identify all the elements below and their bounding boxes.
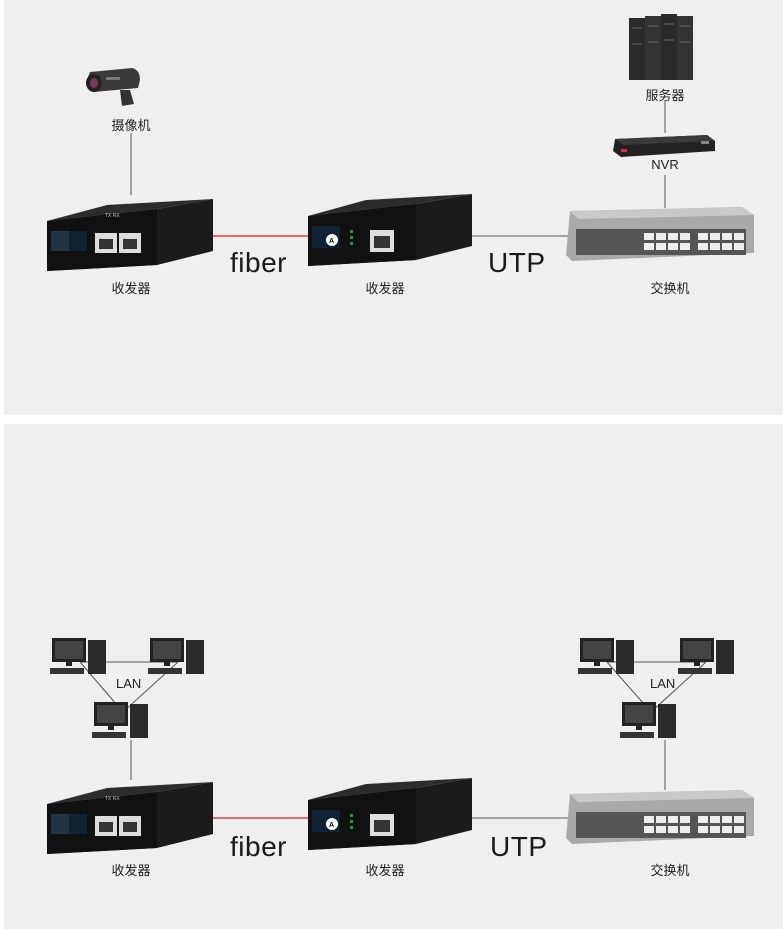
utp-label-bottom: UTP bbox=[490, 831, 548, 862]
camera-label: 摄像机 bbox=[111, 118, 151, 133]
utp-label-top: UTP bbox=[488, 247, 546, 278]
right-lan-label: LAN bbox=[650, 676, 676, 691]
switch-icon bbox=[566, 207, 754, 261]
pc-icon bbox=[50, 638, 106, 674]
camera-icon bbox=[86, 68, 140, 106]
pc-icon bbox=[92, 702, 148, 738]
svg-text:A: A bbox=[329, 238, 334, 245]
pc-icon bbox=[578, 638, 634, 674]
pc-icon bbox=[148, 638, 204, 674]
mid-transceiver-label-top: 收发器 bbox=[365, 281, 405, 296]
svg-text:A: A bbox=[329, 822, 334, 829]
media-converter-1port-icon: A bbox=[308, 778, 472, 850]
left-lan-label: LAN bbox=[116, 676, 142, 691]
pc-icon bbox=[620, 702, 676, 738]
left-transceiver-label-bottom: 收发器 bbox=[111, 863, 151, 878]
fiber-label-top: fiber bbox=[230, 247, 287, 278]
pc-icon bbox=[678, 638, 734, 674]
switch-label-bottom: 交换机 bbox=[650, 863, 690, 878]
nvr-label: NVR bbox=[651, 157, 679, 172]
switch-icon bbox=[566, 790, 754, 844]
mid-transceiver-label-bottom: 收发器 bbox=[365, 863, 405, 878]
fiber-label-bottom: fiber bbox=[230, 831, 287, 862]
media-converter-2port-icon: TX RX bbox=[47, 199, 213, 271]
media-converter-2port-icon: TX RX bbox=[47, 782, 213, 854]
switch-label-top: 交换机 bbox=[650, 281, 690, 296]
nvr-device-icon bbox=[613, 135, 715, 157]
media-converter-1port-icon: A bbox=[308, 194, 472, 266]
server-label: 服务器 bbox=[645, 88, 685, 103]
svg-text:TX RX: TX RX bbox=[105, 796, 120, 802]
svg-text:TX RX: TX RX bbox=[105, 213, 120, 219]
server-rack-icon bbox=[629, 14, 693, 80]
left-transceiver-label-top: 收发器 bbox=[111, 281, 151, 296]
